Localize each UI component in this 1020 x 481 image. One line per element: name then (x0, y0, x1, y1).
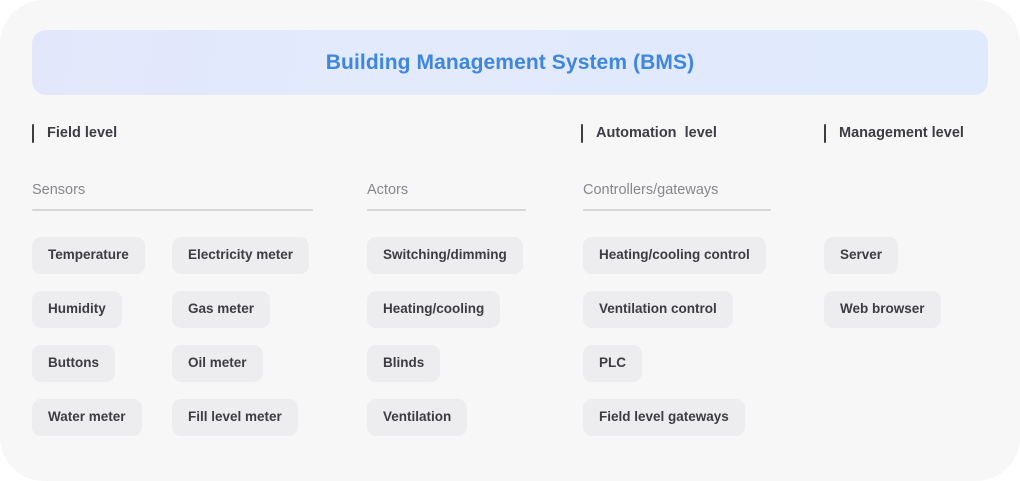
column-heading-controllers: Controllers/gateways (583, 182, 719, 198)
column-divider-controllers (583, 209, 771, 211)
chip-item[interactable]: Heating/cooling control (583, 237, 766, 274)
chip-column-actors: Switching/dimming Heating/cooling Blinds… (367, 237, 523, 436)
chip-item[interactable]: Ventilation control (583, 291, 733, 328)
level-label-management: Management level (839, 125, 964, 141)
column-divider-actors (367, 209, 526, 211)
chip-item[interactable]: PLC (583, 345, 642, 382)
chip-item[interactable]: Field level gateways (583, 399, 745, 436)
level-header-field: Field level (32, 123, 117, 143)
chip-column-controllers: Heating/cooling control Ventilation cont… (583, 237, 766, 436)
chip-column-sensors-right: Electricity meter Gas meter Oil meter Fi… (172, 237, 310, 436)
chip-column-management: Server Web browser (824, 237, 941, 328)
title-banner: Building Management System (BMS) (32, 30, 988, 95)
chip-item[interactable]: Gas meter (172, 291, 271, 328)
chip-item[interactable]: Water meter (32, 399, 142, 436)
level-label-automation: Automation level (596, 125, 717, 141)
chip-item[interactable]: Electricity meter (172, 237, 310, 274)
chip-item[interactable]: Fill level meter (172, 399, 298, 436)
column-heading-actors: Actors (367, 182, 409, 198)
chip-item[interactable]: Web browser (824, 291, 941, 328)
level-marker-icon (824, 123, 826, 143)
level-header-management: Management level (824, 123, 964, 143)
chip-column-sensors-left: Temperature Humidity Buttons Water meter (32, 237, 145, 436)
level-marker-icon (32, 123, 34, 143)
column-divider-sensors (32, 209, 313, 211)
chip-item[interactable]: Blinds (367, 345, 441, 382)
chip-item[interactable]: Switching/dimming (367, 237, 523, 274)
level-header-automation: Automation level (581, 123, 717, 143)
chip-item[interactable]: Ventilation (367, 399, 468, 436)
chip-item[interactable]: Server (824, 237, 899, 274)
level-marker-icon (581, 123, 583, 143)
level-label-field: Field level (47, 125, 118, 141)
chip-item[interactable]: Heating/cooling (367, 291, 501, 328)
chip-item[interactable]: Humidity (32, 291, 122, 328)
chip-item[interactable]: Temperature (32, 237, 145, 274)
chip-item[interactable]: Oil meter (172, 345, 263, 382)
chip-item[interactable]: Buttons (32, 345, 115, 382)
column-heading-sensors: Sensors (32, 182, 86, 198)
page-title: Building Management System (BMS) (325, 50, 695, 74)
